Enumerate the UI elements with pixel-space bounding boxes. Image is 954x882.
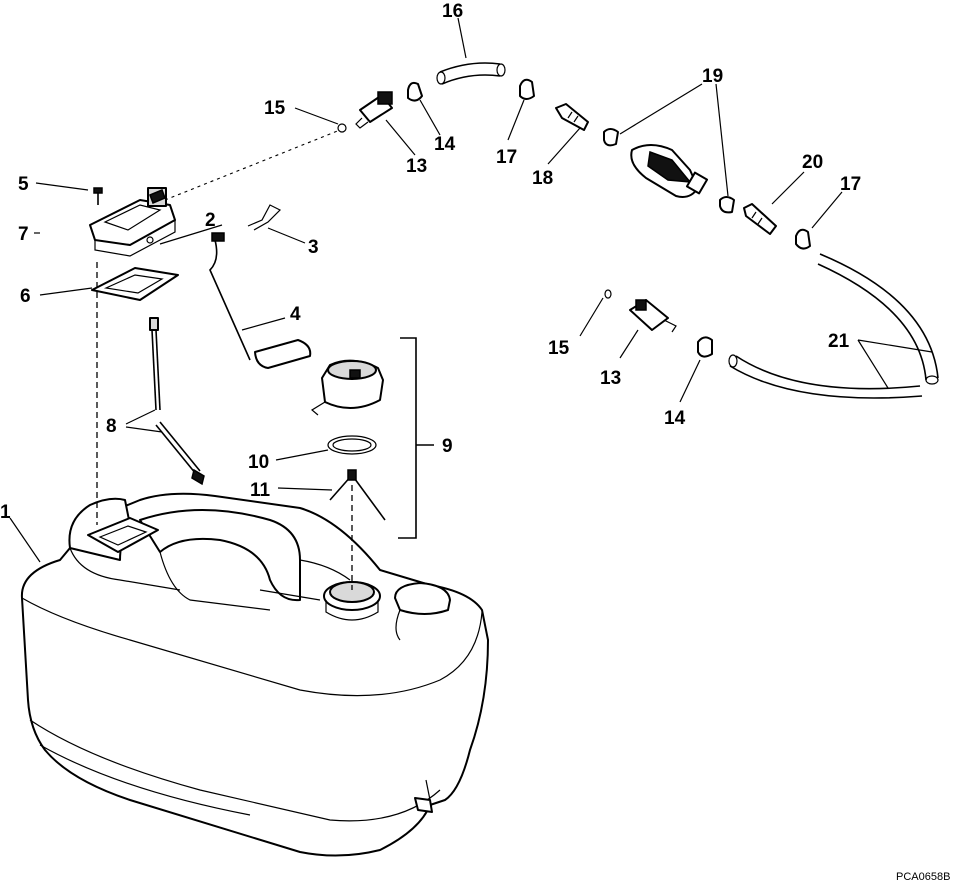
callout-2: 2 xyxy=(205,210,216,231)
callout-10: 10 xyxy=(248,452,269,473)
leader-lines xyxy=(9,17,933,563)
fuel-line-assembly-top xyxy=(337,62,811,250)
callout-17-top: 17 xyxy=(496,147,517,168)
callout-18: 18 xyxy=(532,168,553,189)
callout-9: 9 xyxy=(442,436,453,457)
callout-11: 11 xyxy=(250,480,271,501)
pickup-tube xyxy=(149,317,205,486)
fuel-tank xyxy=(20,492,489,857)
callout-14-top: 14 xyxy=(434,134,456,155)
alignment-lines xyxy=(96,129,353,590)
callout-13-lower: 13 xyxy=(600,368,621,389)
callout-13-top: 13 xyxy=(406,156,427,177)
callout-7: 7 xyxy=(18,224,29,245)
callout-14-lower: 14 xyxy=(664,408,686,429)
callout-5: 5 xyxy=(18,174,29,195)
fuel-line-assembly-lower xyxy=(604,253,939,399)
callout-17-right: 17 xyxy=(840,174,861,195)
callout-16: 16 xyxy=(442,1,463,22)
callout-15-top: 15 xyxy=(264,98,286,119)
callout-4: 4 xyxy=(290,304,301,325)
callout-1: 1 xyxy=(0,502,11,523)
figure-code: PCA0658B xyxy=(896,871,950,882)
callout-15-lower: 15 xyxy=(548,338,570,359)
callout-21: 21 xyxy=(828,331,850,352)
callout-19: 19 xyxy=(702,66,723,87)
callout-6: 6 xyxy=(20,286,31,307)
fill-cap-assembly xyxy=(310,337,434,539)
callout-20: 20 xyxy=(802,152,823,173)
fuel-gauge-sender xyxy=(89,187,312,369)
callout-3: 3 xyxy=(308,237,319,258)
callout-8: 8 xyxy=(106,416,117,437)
